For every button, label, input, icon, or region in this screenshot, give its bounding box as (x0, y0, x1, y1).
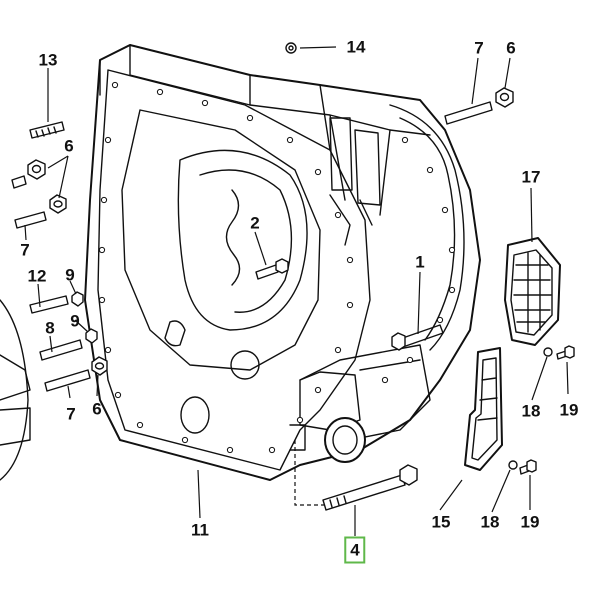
callout-15: 15 (431, 512, 451, 532)
bolt-hole (436, 316, 444, 324)
callout-2: 2 (250, 213, 260, 233)
washer-18-upper (543, 347, 553, 357)
bolt-hole (111, 81, 119, 89)
bolt-hole (296, 416, 304, 424)
callout-9-upper: 9 (65, 265, 75, 285)
bolt-hole (246, 114, 254, 122)
callout-9-lower: 9 (70, 311, 80, 331)
callout-6-lower: 6 (92, 399, 102, 419)
flywheel-housing (84, 44, 481, 506)
callout-4-highlighted: 4 (344, 536, 366, 564)
bolt-hole (314, 168, 322, 176)
callout-19-lower: 19 (520, 512, 540, 532)
callout-7-lower: 7 (66, 404, 76, 424)
bolt-hole (226, 446, 234, 454)
callout-12: 12 (27, 266, 47, 286)
stud-7-left-2 (14, 211, 47, 229)
callout-18-upper: 18 (521, 401, 541, 421)
bolt-hole (100, 196, 108, 204)
callout-18-lower: 18 (480, 512, 500, 532)
callout-6-left: 6 (64, 136, 74, 156)
stud-12 (29, 295, 69, 314)
face-bolt-holes (98, 81, 456, 454)
stud-7-top (444, 101, 493, 125)
bolt-hole (448, 286, 456, 294)
washer-18-lower (508, 460, 518, 470)
bolt-hole (201, 99, 209, 107)
callout-6-top: 6 (506, 38, 516, 58)
nut-6-lower (91, 356, 108, 376)
bolt-hole (426, 166, 434, 174)
bolt-hole (156, 88, 164, 96)
stud-7-left (11, 175, 27, 189)
stud-7-lower (44, 369, 91, 392)
nut-9a (71, 291, 84, 307)
plate-15 (464, 347, 503, 471)
cover-17 (504, 237, 561, 346)
bolt-hole (98, 246, 106, 254)
bolt-hole (268, 446, 276, 454)
callout-13: 13 (38, 50, 58, 70)
bolt-hole (346, 256, 354, 264)
callout-7-top: 7 (474, 38, 484, 58)
nut-9b (85, 328, 98, 344)
bolt-hole (448, 246, 456, 254)
bolt-1 (391, 324, 444, 351)
callout-11: 11 (191, 520, 209, 540)
bolt-hole (104, 136, 112, 144)
bolt-hole (181, 436, 189, 444)
bolt-4 (322, 464, 418, 511)
bolt-hole (381, 376, 389, 384)
bolt-hole (334, 346, 342, 354)
screw-19-upper (556, 345, 575, 360)
callout-7-left: 7 (20, 240, 30, 260)
leader-lines (24, 46, 569, 536)
bolt-hole (406, 356, 414, 364)
bolt-2 (255, 258, 289, 280)
callout-19-upper: 19 (559, 400, 579, 420)
callout-1: 1 (415, 252, 425, 272)
nut-6-top (495, 87, 514, 108)
screw-19-lower (519, 459, 537, 475)
bolt-hole (401, 136, 409, 144)
bolt-hole (136, 421, 144, 429)
stud-13 (29, 121, 65, 139)
bolt-hole (104, 346, 112, 354)
bolt-hole (314, 386, 322, 394)
nut-6-left-2 (49, 194, 67, 214)
bolt-hole (346, 301, 354, 309)
washer-14 (285, 42, 297, 54)
bolt-hole (441, 206, 449, 214)
callout-17: 17 (521, 167, 541, 187)
bolt-hole (98, 296, 106, 304)
stud-8 (39, 339, 83, 361)
callout-8: 8 (45, 318, 55, 338)
callout-14: 14 (346, 37, 366, 57)
nut-6-left (27, 159, 46, 180)
bolt-hole (114, 391, 122, 399)
bolt-hole (334, 211, 342, 219)
bolt-hole (286, 136, 294, 144)
adjacent-component-left (0, 299, 31, 481)
